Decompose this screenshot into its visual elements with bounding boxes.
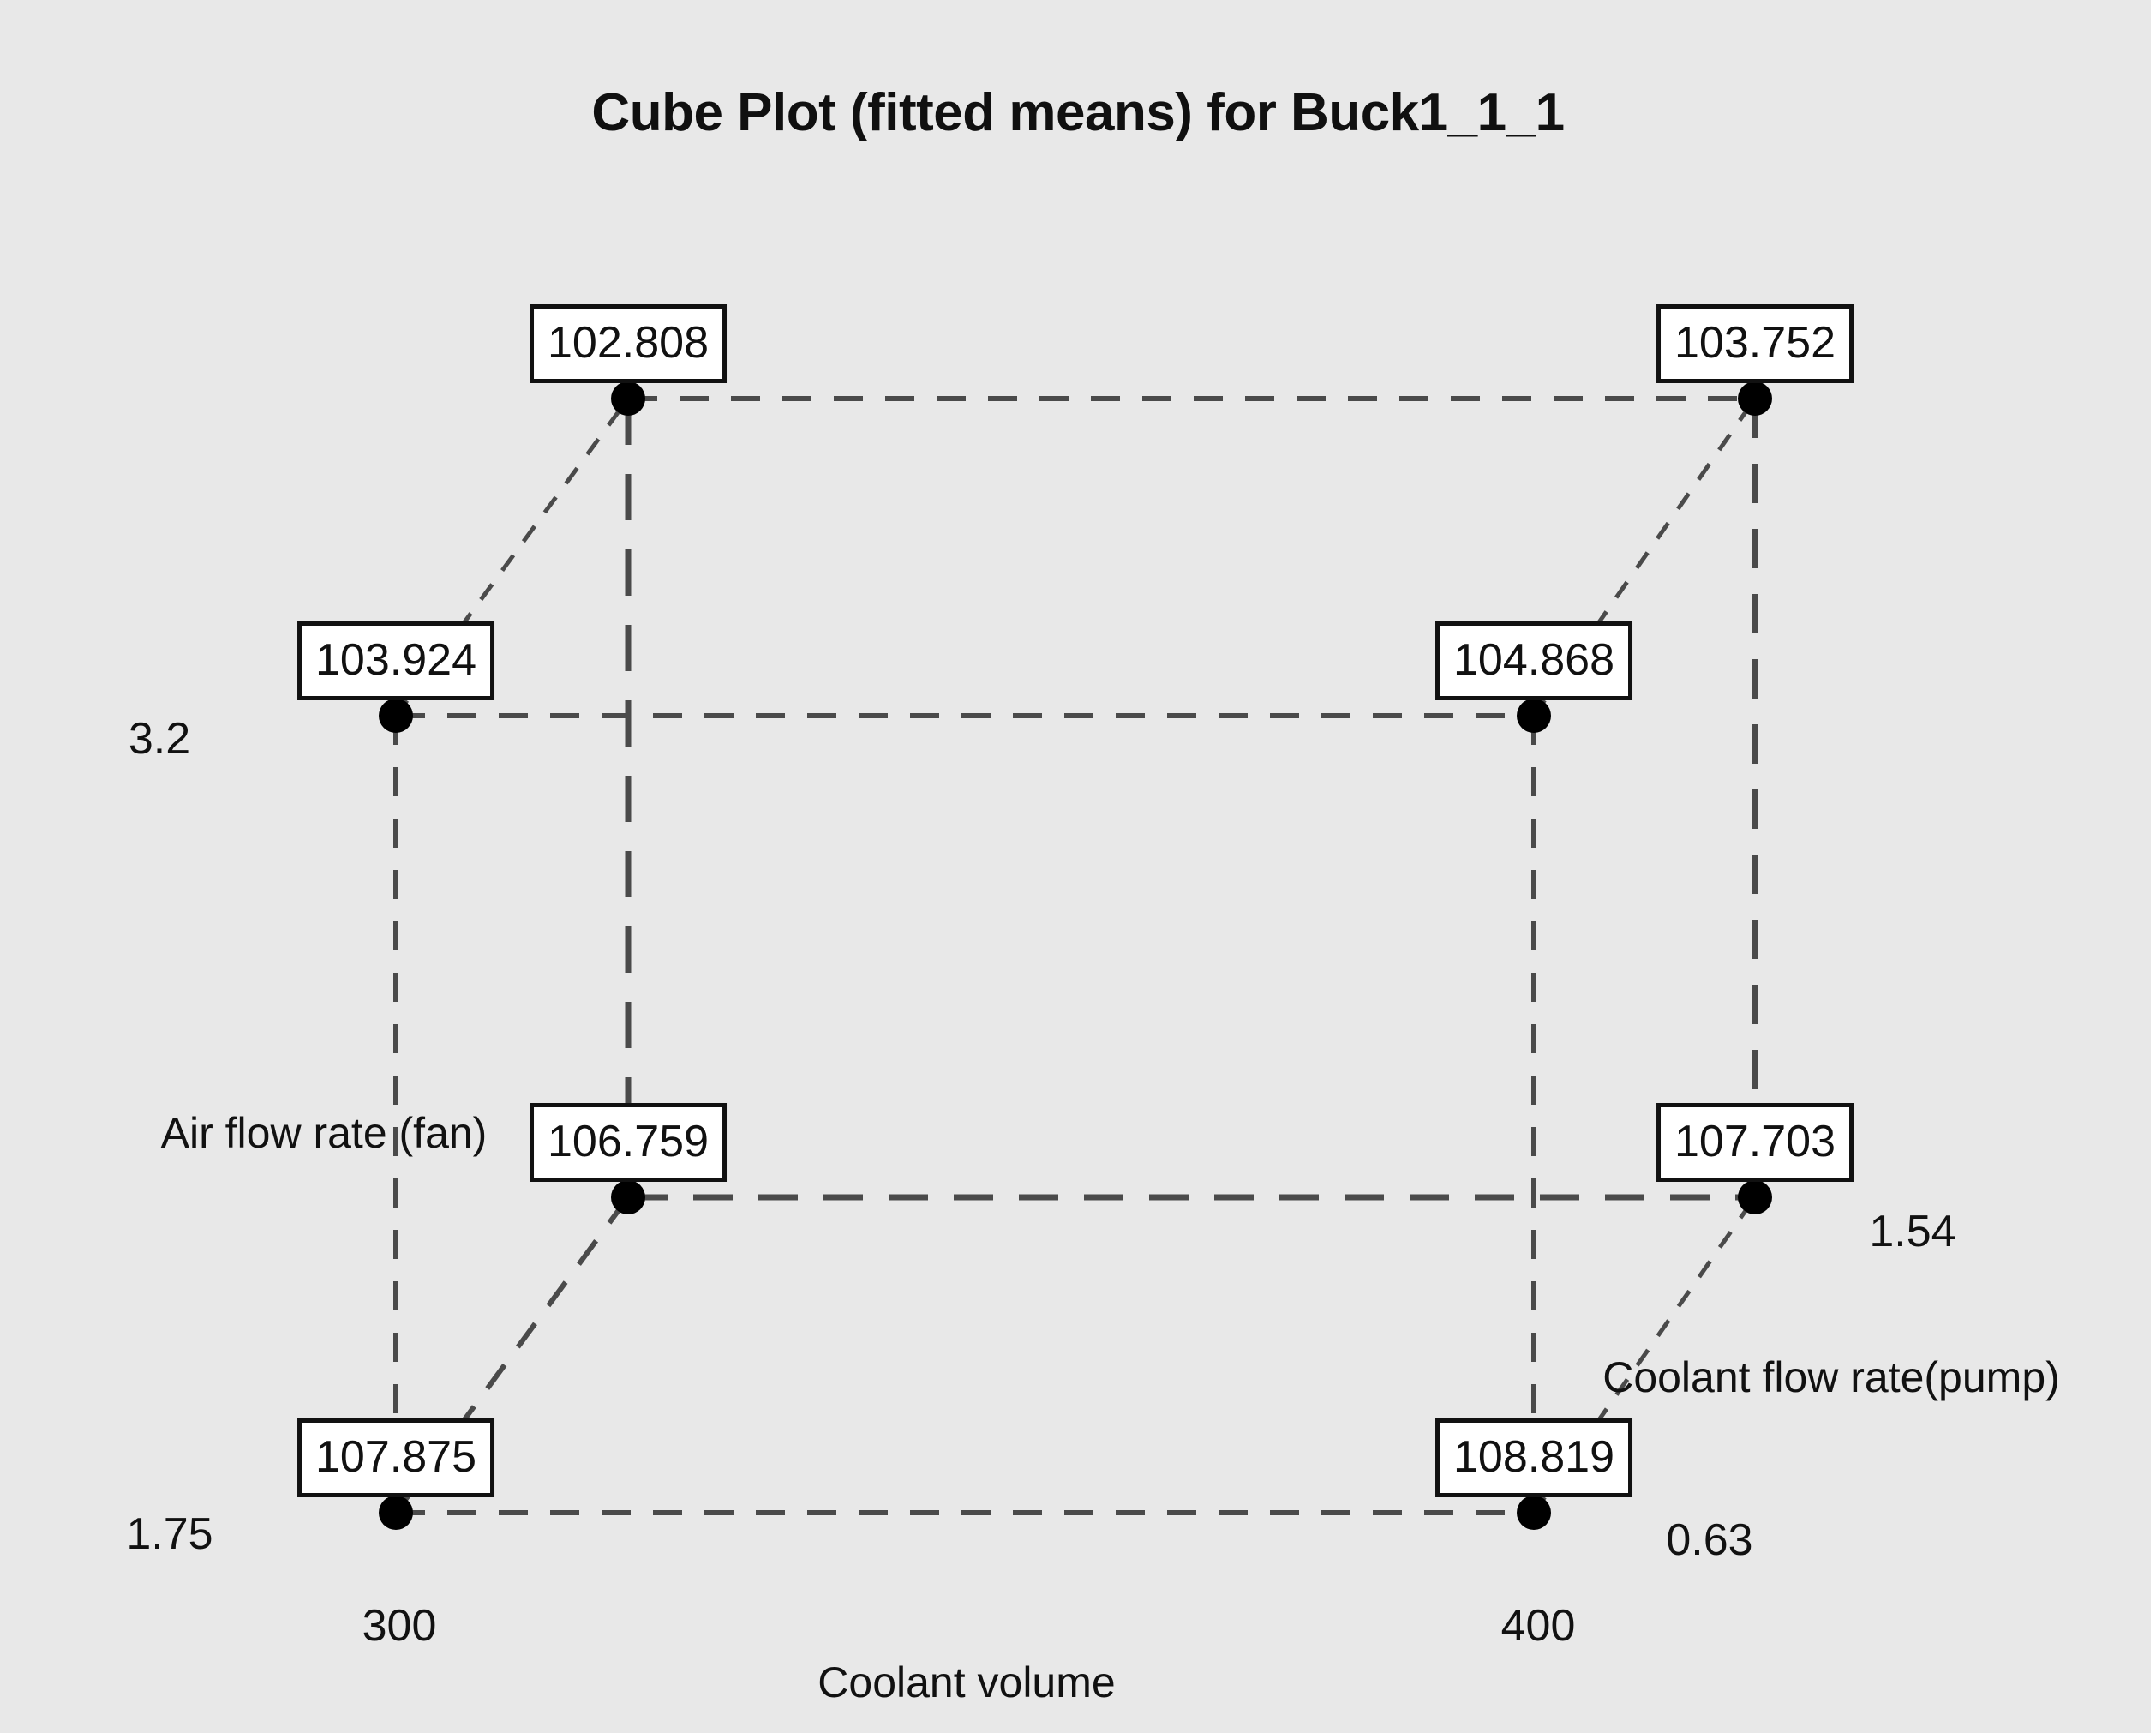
y-axis-title: Air flow rate (fan) <box>160 1109 488 1157</box>
corner-marker-front-bottom-left <box>379 1496 413 1530</box>
x-axis-tick-low: 300 <box>362 1601 437 1651</box>
z-axis-title: Coolant flow rate(pump) <box>1602 1353 2060 1401</box>
value-label-back-top-left: 102.808 <box>530 304 727 383</box>
value-label-front-bottom-left: 107.875 <box>297 1418 494 1497</box>
edge-depth-top-right <box>1531 397 1758 717</box>
page-title: Cube Plot (fitted means) for Buck1_1_1 <box>591 83 1565 142</box>
corner-marker-back-top-right <box>1738 381 1772 416</box>
edge-depth-top-left <box>393 397 631 717</box>
value-label-front-top-right: 104.868 <box>1435 621 1632 700</box>
corner-marker-back-top-left <box>611 381 645 416</box>
corner-marker-back-bottom-right <box>1738 1180 1772 1214</box>
value-label-back-bottom-right: 107.703 <box>1656 1103 1854 1182</box>
x-axis-title: Coolant volume <box>817 1658 1116 1706</box>
y-axis-tick-low: 1.75 <box>126 1509 213 1559</box>
x-axis-tick-high: 400 <box>1500 1601 1576 1651</box>
z-axis-tick-low: 0.63 <box>1666 1515 1753 1565</box>
edge-depth-bottom-right <box>1531 1196 1758 1514</box>
corner-marker-front-top-right <box>1517 699 1551 733</box>
value-label-front-top-left: 103.924 <box>297 621 494 700</box>
corner-marker-front-bottom-right <box>1517 1496 1551 1530</box>
corner-marker-front-top-left <box>379 699 413 733</box>
value-label-back-bottom-left: 106.759 <box>530 1103 727 1182</box>
value-label-front-bottom-right: 108.819 <box>1435 1418 1632 1497</box>
y-axis-tick-high: 3.2 <box>128 714 191 764</box>
z-axis-tick-high: 1.54 <box>1869 1207 1956 1256</box>
value-label-back-top-right: 103.752 <box>1656 304 1854 383</box>
corner-markers <box>379 381 1772 1530</box>
corner-marker-back-bottom-left <box>611 1180 645 1214</box>
